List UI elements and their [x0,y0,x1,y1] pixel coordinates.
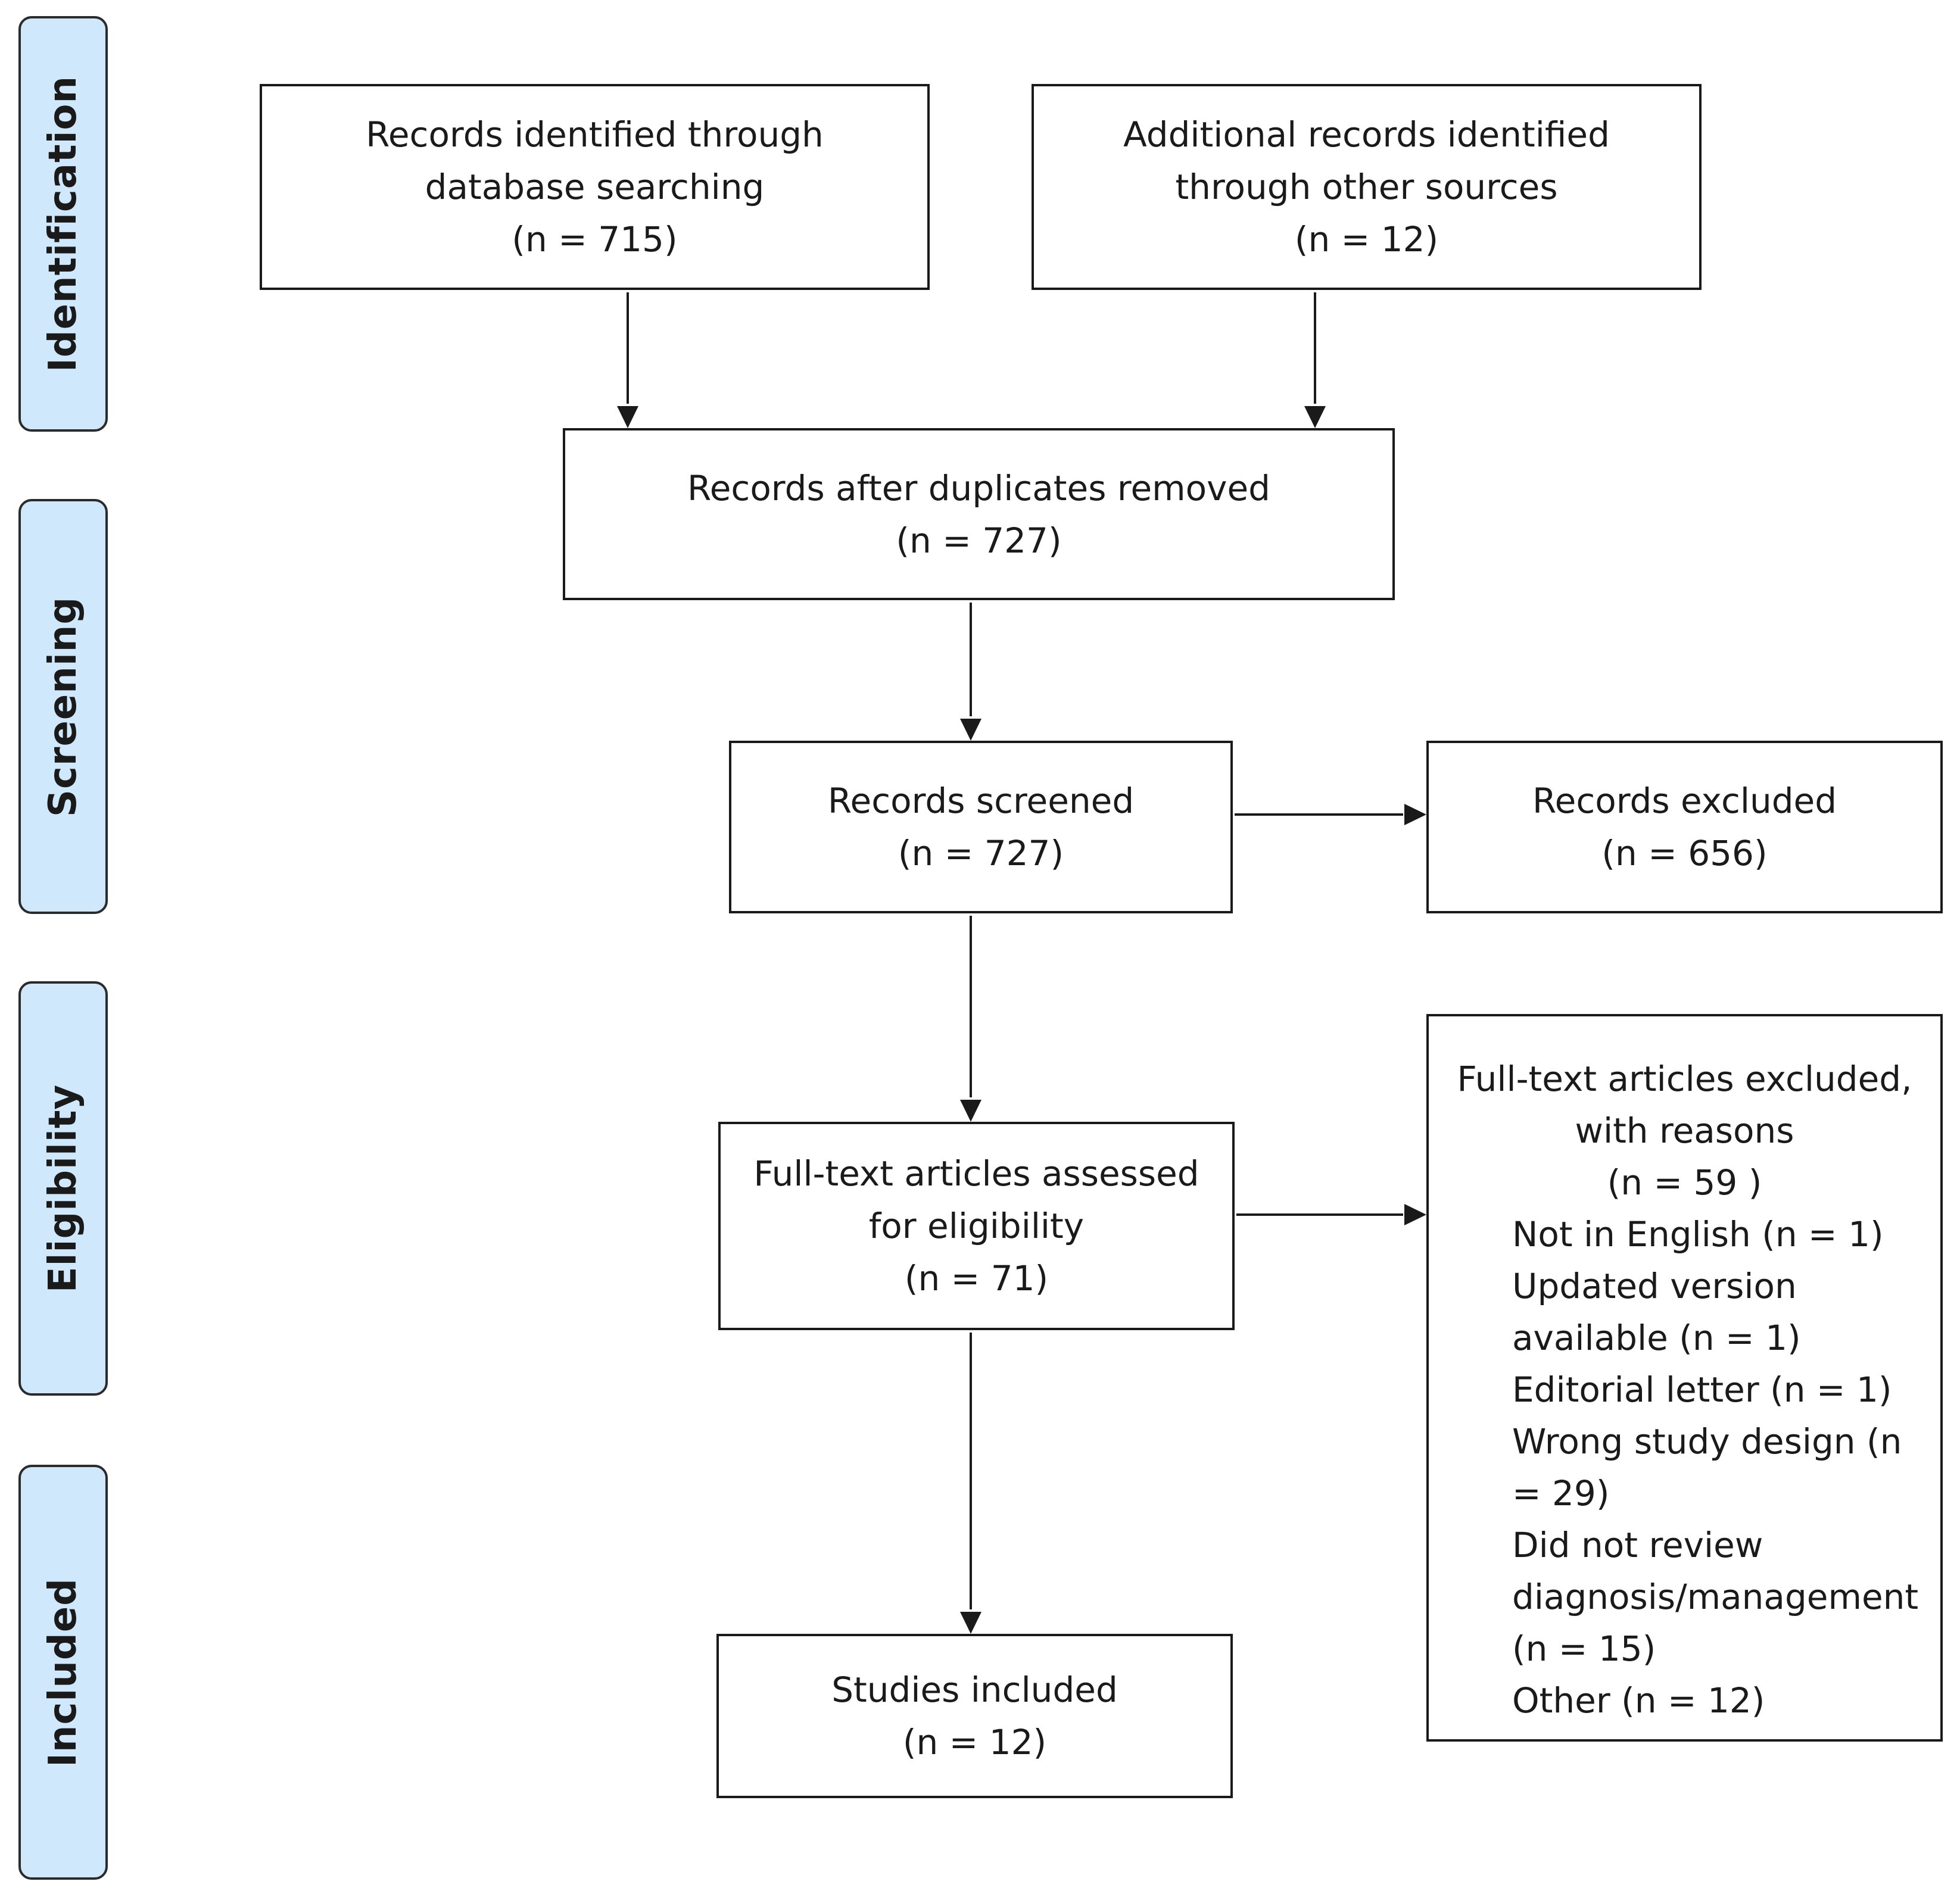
reason-line: diagnosis/management [1512,1577,1919,1617]
box-count: (n = 12) [1294,219,1439,260]
full-text-excluded-box: Full-text articles excluded, with reason… [1426,1014,1943,1742]
arrowhead [960,719,981,741]
box-line: Records excluded [1532,781,1837,821]
reason-line: Editorial letter (n = 1) [1512,1369,1892,1410]
box-line: Full-text articles assessed [753,1153,1199,1194]
phase-screening: Screening [18,499,108,914]
database-records-box: Records identified through database sear… [260,84,930,290]
box-count: (n = 727) [898,833,1064,873]
reason-line: available (n = 1) [1512,1318,1801,1358]
reason-line: Other (n = 12) [1512,1680,1765,1721]
box-line: through other sources [1175,167,1558,207]
arrowhead [960,1100,981,1122]
arrowhead [1304,406,1326,428]
arrowhead [1404,1204,1426,1225]
duplicates-removed-box: Records after duplicates removed (n = 72… [563,428,1395,600]
box-count: (n = 656) [1601,833,1768,873]
arrowhead [1404,804,1426,825]
arrowhead [617,406,638,428]
box-line: Records screened [827,781,1135,821]
records-screened-box: Records screened (n = 727) [729,741,1233,913]
full-text-assessed-box: Full-text articles assessed for eligibil… [718,1122,1235,1330]
box-count: (n = 59 ) [1607,1162,1762,1203]
box-line: Studies included [831,1670,1118,1710]
arrowhead [960,1612,981,1634]
reason-line: Updated version [1512,1266,1797,1306]
records-excluded-box: Records excluded (n = 656) [1426,741,1943,913]
excluded-header: Full-text articles excluded, with reason… [1429,1016,1940,1209]
exclusion-reasons-list: Not in English (n = 1) Updated version a… [1429,1209,1940,1727]
box-line: Records after duplicates removed [687,467,1270,508]
reason-line: Not in English (n = 1) [1512,1214,1884,1255]
box-line: Full-text articles excluded, [1457,1059,1912,1099]
box-count: (n = 71) [904,1258,1049,1299]
box-line: Records identified through [366,114,824,155]
box-count: (n = 12) [902,1722,1047,1762]
box-line: for eligibility [868,1206,1085,1246]
studies-included-box: Studies included (n = 12) [716,1634,1233,1798]
phase-eligibility: Eligibility [18,981,108,1396]
reason-line: (n = 15) [1512,1628,1656,1669]
box-line: database searching [425,167,765,207]
reason-line: = 29) [1512,1473,1610,1514]
box-count: (n = 715) [512,219,678,260]
box-count: (n = 727) [896,520,1062,561]
phase-identification: Identification [18,16,108,432]
reason-line: Did not review [1512,1525,1763,1565]
box-line: with reasons [1575,1110,1794,1151]
box-line: Additional records identified [1123,114,1610,155]
other-sources-box: Additional records identified through ot… [1032,84,1702,290]
phase-included: Included [18,1465,108,1880]
reason-line: Wrong study design (n [1512,1421,1902,1462]
